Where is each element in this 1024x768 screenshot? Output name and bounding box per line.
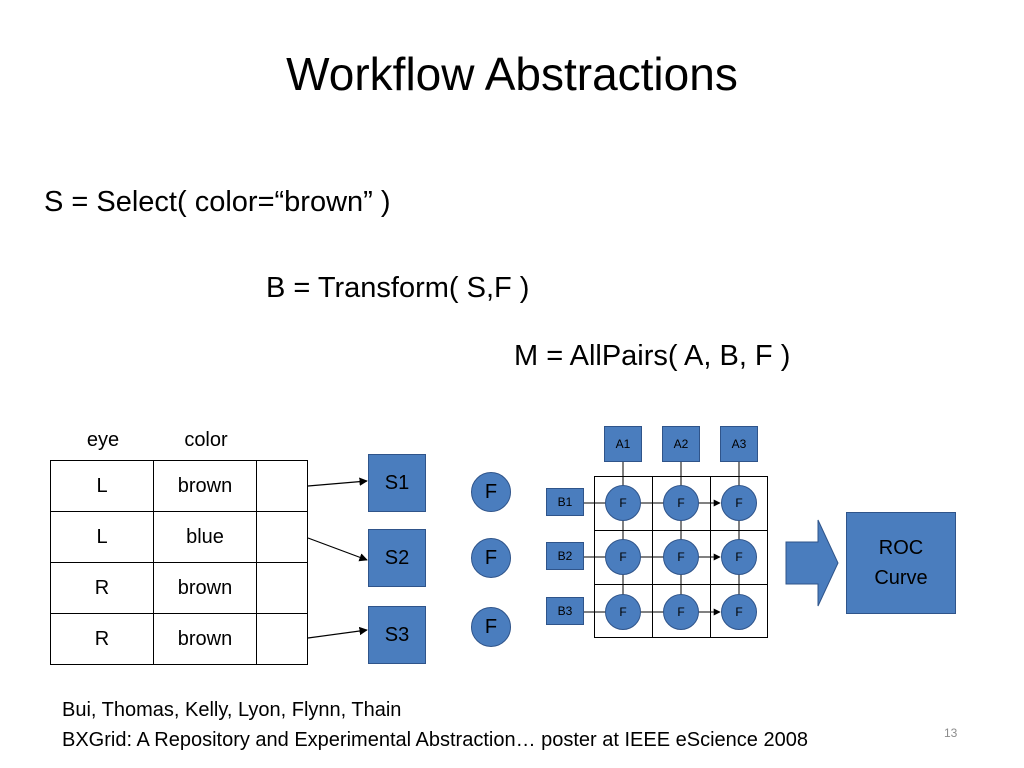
- table-row: L blue: [50, 511, 308, 563]
- table-cell-color: blue: [153, 511, 257, 563]
- table-header-eye: eye: [86, 429, 120, 451]
- grid-function-node: F: [663, 485, 699, 521]
- grid-function-node: F: [721, 485, 757, 521]
- table-cell-empty: [256, 511, 308, 563]
- allpairs-input-a2: A2: [662, 426, 700, 462]
- select-output-s3: S3: [368, 606, 426, 664]
- arrow-row4-to-s3: [307, 626, 368, 639]
- table-cell-color: brown: [153, 460, 257, 512]
- transform-output-b1: B1: [546, 488, 584, 516]
- transform-formula: B = Transform( S,F ): [266, 272, 530, 304]
- table-cell-eye: R: [50, 562, 154, 614]
- table-row: R brown: [50, 562, 308, 614]
- transform-function-node: F: [471, 607, 511, 647]
- eye-color-table: L brown L blue R brown R brown: [50, 460, 308, 665]
- allpairs-input-a1: A1: [604, 426, 642, 462]
- transform-output-b3: B3: [546, 597, 584, 625]
- table-cell-color: brown: [153, 562, 257, 614]
- citation-reference: BXGrid: A Repository and Experimental Ab…: [62, 729, 808, 751]
- table-cell-eye: L: [50, 511, 154, 563]
- block-arrow-icon: [785, 519, 839, 607]
- page-number: 13: [944, 726, 958, 740]
- transform-function-node: F: [471, 472, 511, 512]
- roc-label-line2: Curve: [874, 567, 928, 589]
- grid-function-node: F: [721, 539, 757, 575]
- select-output-s1: S1: [368, 454, 426, 512]
- slide-title: Workflow Abstractions: [286, 48, 738, 100]
- citation-authors: Bui, Thomas, Kelly, Lyon, Flynn, Thain: [62, 699, 402, 721]
- roc-label-line1: ROC: [878, 537, 924, 559]
- grid-function-node: F: [605, 594, 641, 630]
- select-formula: S = Select( color=“brown” ): [44, 186, 391, 218]
- allpairs-formula: M = AllPairs( A, B, F ): [514, 340, 791, 372]
- transform-output-b2: B2: [546, 542, 584, 570]
- transform-function-node: F: [471, 538, 511, 578]
- roc-curve-result: ROC Curve: [846, 512, 956, 614]
- grid-function-node: F: [605, 485, 641, 521]
- grid-function-node: F: [605, 539, 641, 575]
- table-header-color: color: [184, 429, 228, 451]
- grid-function-node: F: [663, 594, 699, 630]
- grid-function-node: F: [663, 539, 699, 575]
- grid-function-node: F: [721, 594, 757, 630]
- table-cell-empty: [256, 613, 308, 665]
- table-cell-empty: [256, 460, 308, 512]
- allpairs-input-a3: A3: [720, 426, 758, 462]
- table-cell-eye: R: [50, 613, 154, 665]
- table-row: L brown: [50, 460, 308, 512]
- arrow-row2-to-s2: [307, 537, 368, 562]
- table-cell-color: brown: [153, 613, 257, 665]
- table-row: R brown: [50, 613, 308, 665]
- table-cell-empty: [256, 562, 308, 614]
- select-output-s2: S2: [368, 529, 426, 587]
- arrow-row1-to-s1: [307, 477, 368, 487]
